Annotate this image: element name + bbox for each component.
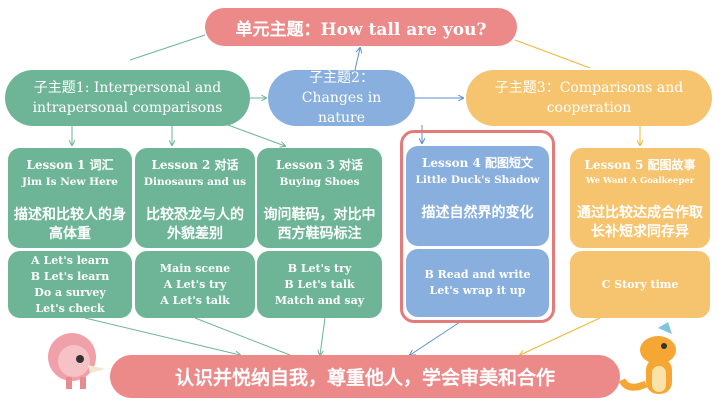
activity: Main scene (159, 261, 231, 275)
lesson-3-card: Lesson 3 对话 Buying Shoes 询问鞋码，对比中西方鞋码标注 (257, 148, 382, 248)
subtheme-1: 子主题1: Interpersonal and intrapersonal co… (5, 70, 250, 126)
lesson-goal: 通过比较达成合作取长补短求同存异 (577, 205, 703, 240)
lesson-5-card: Lesson 5 配图故事 We Want A Goalkeeper 通过比较达… (570, 148, 710, 248)
lesson-title: Lesson 3 对话 (275, 158, 364, 172)
activity: B Let's talk (284, 277, 355, 291)
subtheme-3: 子主题3：Comparisons and cooperation (466, 70, 712, 126)
activity: C Story time (601, 277, 679, 291)
activity: B Let's try (287, 261, 352, 275)
lesson-4-activities: B Read and write Let's wrap it up (406, 249, 549, 317)
lesson-goal: 描述自然界的变化 (421, 205, 534, 221)
subtheme-2: 子主题2：Changes in nature (268, 70, 415, 126)
lesson-subtitle: Jim Is New Here (22, 176, 118, 188)
lesson-title: Lesson 5 配图故事 (584, 158, 696, 172)
activity: Match and say (274, 293, 365, 307)
lesson-subtitle: Buying Shoes (279, 176, 360, 188)
lesson-2-activities: Main scene A Let's try A Let's talk (135, 251, 255, 318)
lesson-title: Lesson 1 词汇 (26, 158, 114, 172)
lesson-2-card: Lesson 2 对话 Dinosaurs and us 比较恐龙与人的外貌差别 (135, 148, 255, 248)
lesson-1-card: Lesson 1 词汇 Jim Is New Here 描述和比较人的身高体重 (8, 148, 132, 248)
lesson-title: Lesson 4 配图短文 (421, 156, 534, 170)
unit-title: 单元主题：How tall are you? (205, 8, 517, 46)
lesson-goal: 比较恐龙与人的外貌差别 (146, 207, 244, 242)
lesson-1-activities: A Let's learn B Let's learn Do a survey … (8, 251, 132, 318)
lesson-goal: 询问鞋码，对比中西方鞋码标注 (263, 207, 376, 242)
lesson-4-highlight-frame (400, 130, 555, 323)
activity: A Let's try (163, 277, 227, 291)
orange-dinosaur-icon (618, 322, 676, 394)
bottom-goal: 认识并悦纳自我，尊重他人，学会审美和合作 (110, 355, 620, 398)
activity: B Read and write (424, 268, 531, 281)
activity: A Let's talk (160, 293, 230, 307)
activity: Let's check (35, 301, 105, 315)
lesson-subtitle: We Want A Goalkeeper (585, 176, 695, 186)
lesson-goal: 描述和比较人的身高体重 (14, 207, 126, 242)
lesson-subtitle: Dinosaurs and us (143, 176, 247, 188)
lesson-5-activities: C Story time (570, 251, 710, 318)
lesson-3-activities: B Let's try B Let's talk Match and say (257, 251, 382, 318)
activity: A Let's learn (31, 253, 109, 267)
lesson-title: Lesson 2 对话 (151, 158, 239, 172)
activity: Let's wrap it up (429, 284, 526, 297)
pink-dinosaur-icon (48, 333, 106, 389)
lesson-subtitle: Little Duck's Shadow (415, 174, 540, 186)
activity: Do a survey (34, 285, 106, 299)
lesson-4-card: Lesson 4 配图短文 Little Duck's Shadow 描述自然界… (406, 146, 549, 246)
activity: B Let's learn (30, 269, 110, 283)
